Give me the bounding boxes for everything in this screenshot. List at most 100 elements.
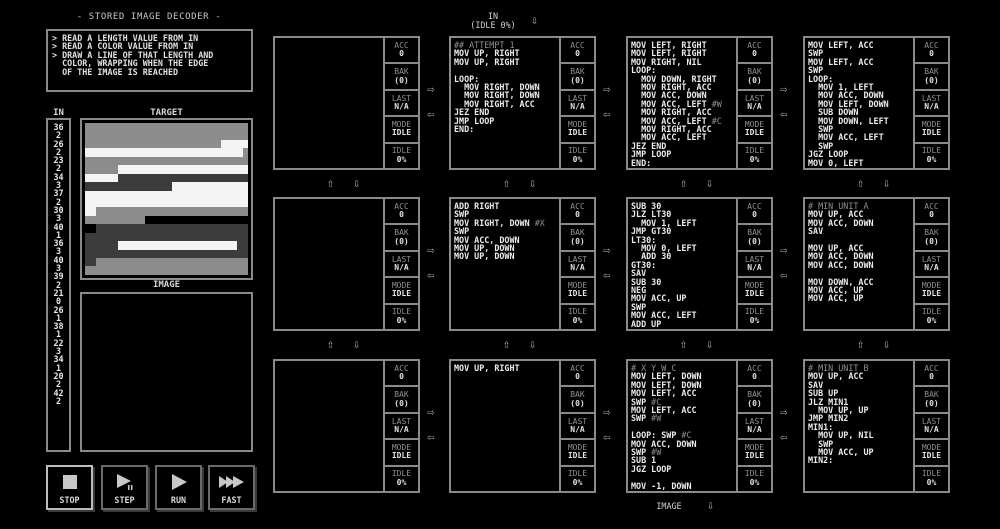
register-label: LAST	[921, 93, 942, 103]
register-value: N/A	[570, 425, 585, 435]
register-label: IDLE	[567, 146, 588, 156]
description-line: COLOR, WRAPPING WHEN THE EDGE	[52, 58, 209, 69]
register-value: IDLE	[567, 128, 588, 138]
input-value: 26	[53, 304, 64, 315]
code-editor[interactable]: # X Y W C MOV LEFT, DOWN MOV LEFT, DOWN …	[631, 363, 702, 491]
register-value: 0	[929, 210, 934, 220]
code-comment: #X	[534, 217, 545, 228]
down-arrow-icon: ⇩	[529, 176, 537, 190]
target-image-row	[85, 249, 248, 258]
register-value: N/A	[570, 102, 585, 112]
code-editor[interactable]: ## ATTEMPT 1 MOV UP, RIGHT MOV UP, RIGHT…	[454, 40, 540, 135]
fast-forward-icon	[218, 471, 246, 493]
code-comment: #W	[711, 98, 722, 109]
register-label: MODE	[744, 119, 765, 129]
register-label: IDLE	[567, 307, 588, 317]
stop-icon	[62, 471, 78, 493]
execution-node: ADD RIGHT SWP MOV RIGHT, DOWN #X SWP MOV…	[449, 197, 596, 331]
code-editor[interactable]	[275, 199, 383, 329]
register-label: MODE	[391, 119, 412, 129]
left-arrow-icon: ⇦	[603, 430, 611, 444]
fast-button[interactable]: FAST	[208, 465, 255, 510]
output-down-arrow-icon: ⇩	[707, 498, 715, 512]
code-comment: # X Y W C	[631, 363, 677, 373]
register-label: MODE	[567, 119, 588, 129]
register-bak: BAK(0)	[738, 64, 771, 91]
stop-button[interactable]: STOP	[46, 465, 93, 510]
register-bak: BAK(0)	[915, 387, 948, 414]
code-editor[interactable]: ADD RIGHT SWP MOV RIGHT, DOWN #X SWP MOV…	[454, 201, 545, 262]
code-editor[interactable]: MOV LEFT, RIGHT MOV LEFT, RIGHT MOV RIGH…	[631, 40, 722, 168]
input-value: 1	[55, 312, 62, 323]
register-value: IDLE	[744, 128, 765, 138]
code-editor[interactable]: MOV UP, RIGHT	[454, 363, 520, 373]
code-editor[interactable]	[275, 38, 383, 168]
execution-node: MOV LEFT, ACC SWP MOV LEFT, ACC SWP LOOP…	[803, 36, 950, 170]
code-editor[interactable]: MOV LEFT, ACC SWP MOV LEFT, ACC SWP LOOP…	[808, 40, 889, 168]
target-image-segment	[117, 165, 248, 174]
input-value: 2	[55, 130, 62, 141]
code-editor[interactable]	[275, 361, 383, 491]
register-value: IDLE	[567, 289, 588, 299]
register-label: MODE	[744, 442, 765, 452]
up-arrow-icon: ⇧	[680, 176, 688, 190]
register-value: N/A	[747, 263, 762, 273]
register-label: MODE	[567, 442, 588, 452]
register-label: ACC	[570, 40, 585, 50]
target-image-row	[85, 156, 248, 166]
code-editor[interactable]: SUB 30 JLZ LT30 MOV 1, LEFT JMP GT30 LT3…	[631, 201, 697, 329]
code-editor[interactable]: # MIN UNIT B MOV UP, ACC SAV SUB UP JLZ …	[808, 363, 874, 466]
register-value: IDLE	[391, 289, 412, 299]
register-value: N/A	[924, 263, 939, 273]
register-label: IDLE	[921, 469, 942, 479]
run-button[interactable]: RUN	[155, 465, 202, 510]
input-value: 21	[53, 287, 64, 298]
right-arrow-icon: ⇨	[603, 243, 611, 257]
target-image-segment	[220, 139, 248, 149]
register-value: 0	[399, 372, 404, 382]
target-image-segment	[85, 156, 248, 166]
target-image-segment	[117, 173, 248, 183]
register-value: 0%	[926, 154, 937, 164]
left-arrow-icon: ⇦	[780, 430, 788, 444]
register-label: LAST	[744, 93, 765, 103]
code-comment: #C	[681, 430, 692, 441]
register-label: BAK	[924, 228, 939, 238]
register-value: (0)	[924, 75, 939, 85]
register-value: IDLE	[921, 451, 942, 461]
register-value: 0	[575, 210, 580, 220]
register-label: MODE	[567, 280, 588, 290]
register-label: BAK	[747, 390, 762, 400]
code-comment: #W	[651, 413, 662, 424]
right-arrow-icon: ⇨	[427, 243, 435, 257]
target-header: TARGET	[150, 108, 183, 118]
code-editor[interactable]: # MIN UNIT A MOV UP, ACC MOV ACC, DOWN S…	[808, 201, 874, 304]
step-button[interactable]: STEP	[101, 465, 148, 510]
input-value: 36	[53, 238, 64, 249]
left-arrow-icon: ⇦	[603, 268, 611, 282]
register-value: (0)	[747, 398, 762, 408]
register-label: BAK	[394, 228, 409, 238]
description-line: OF THE IMAGE IS REACHED	[52, 66, 179, 77]
target-image-segment	[242, 148, 248, 157]
down-arrow-icon: ⇩	[883, 176, 891, 190]
register-label: MODE	[391, 442, 412, 452]
register-label: MODE	[921, 119, 942, 129]
register-label: ACC	[570, 363, 585, 373]
input-value: 40	[53, 254, 64, 265]
